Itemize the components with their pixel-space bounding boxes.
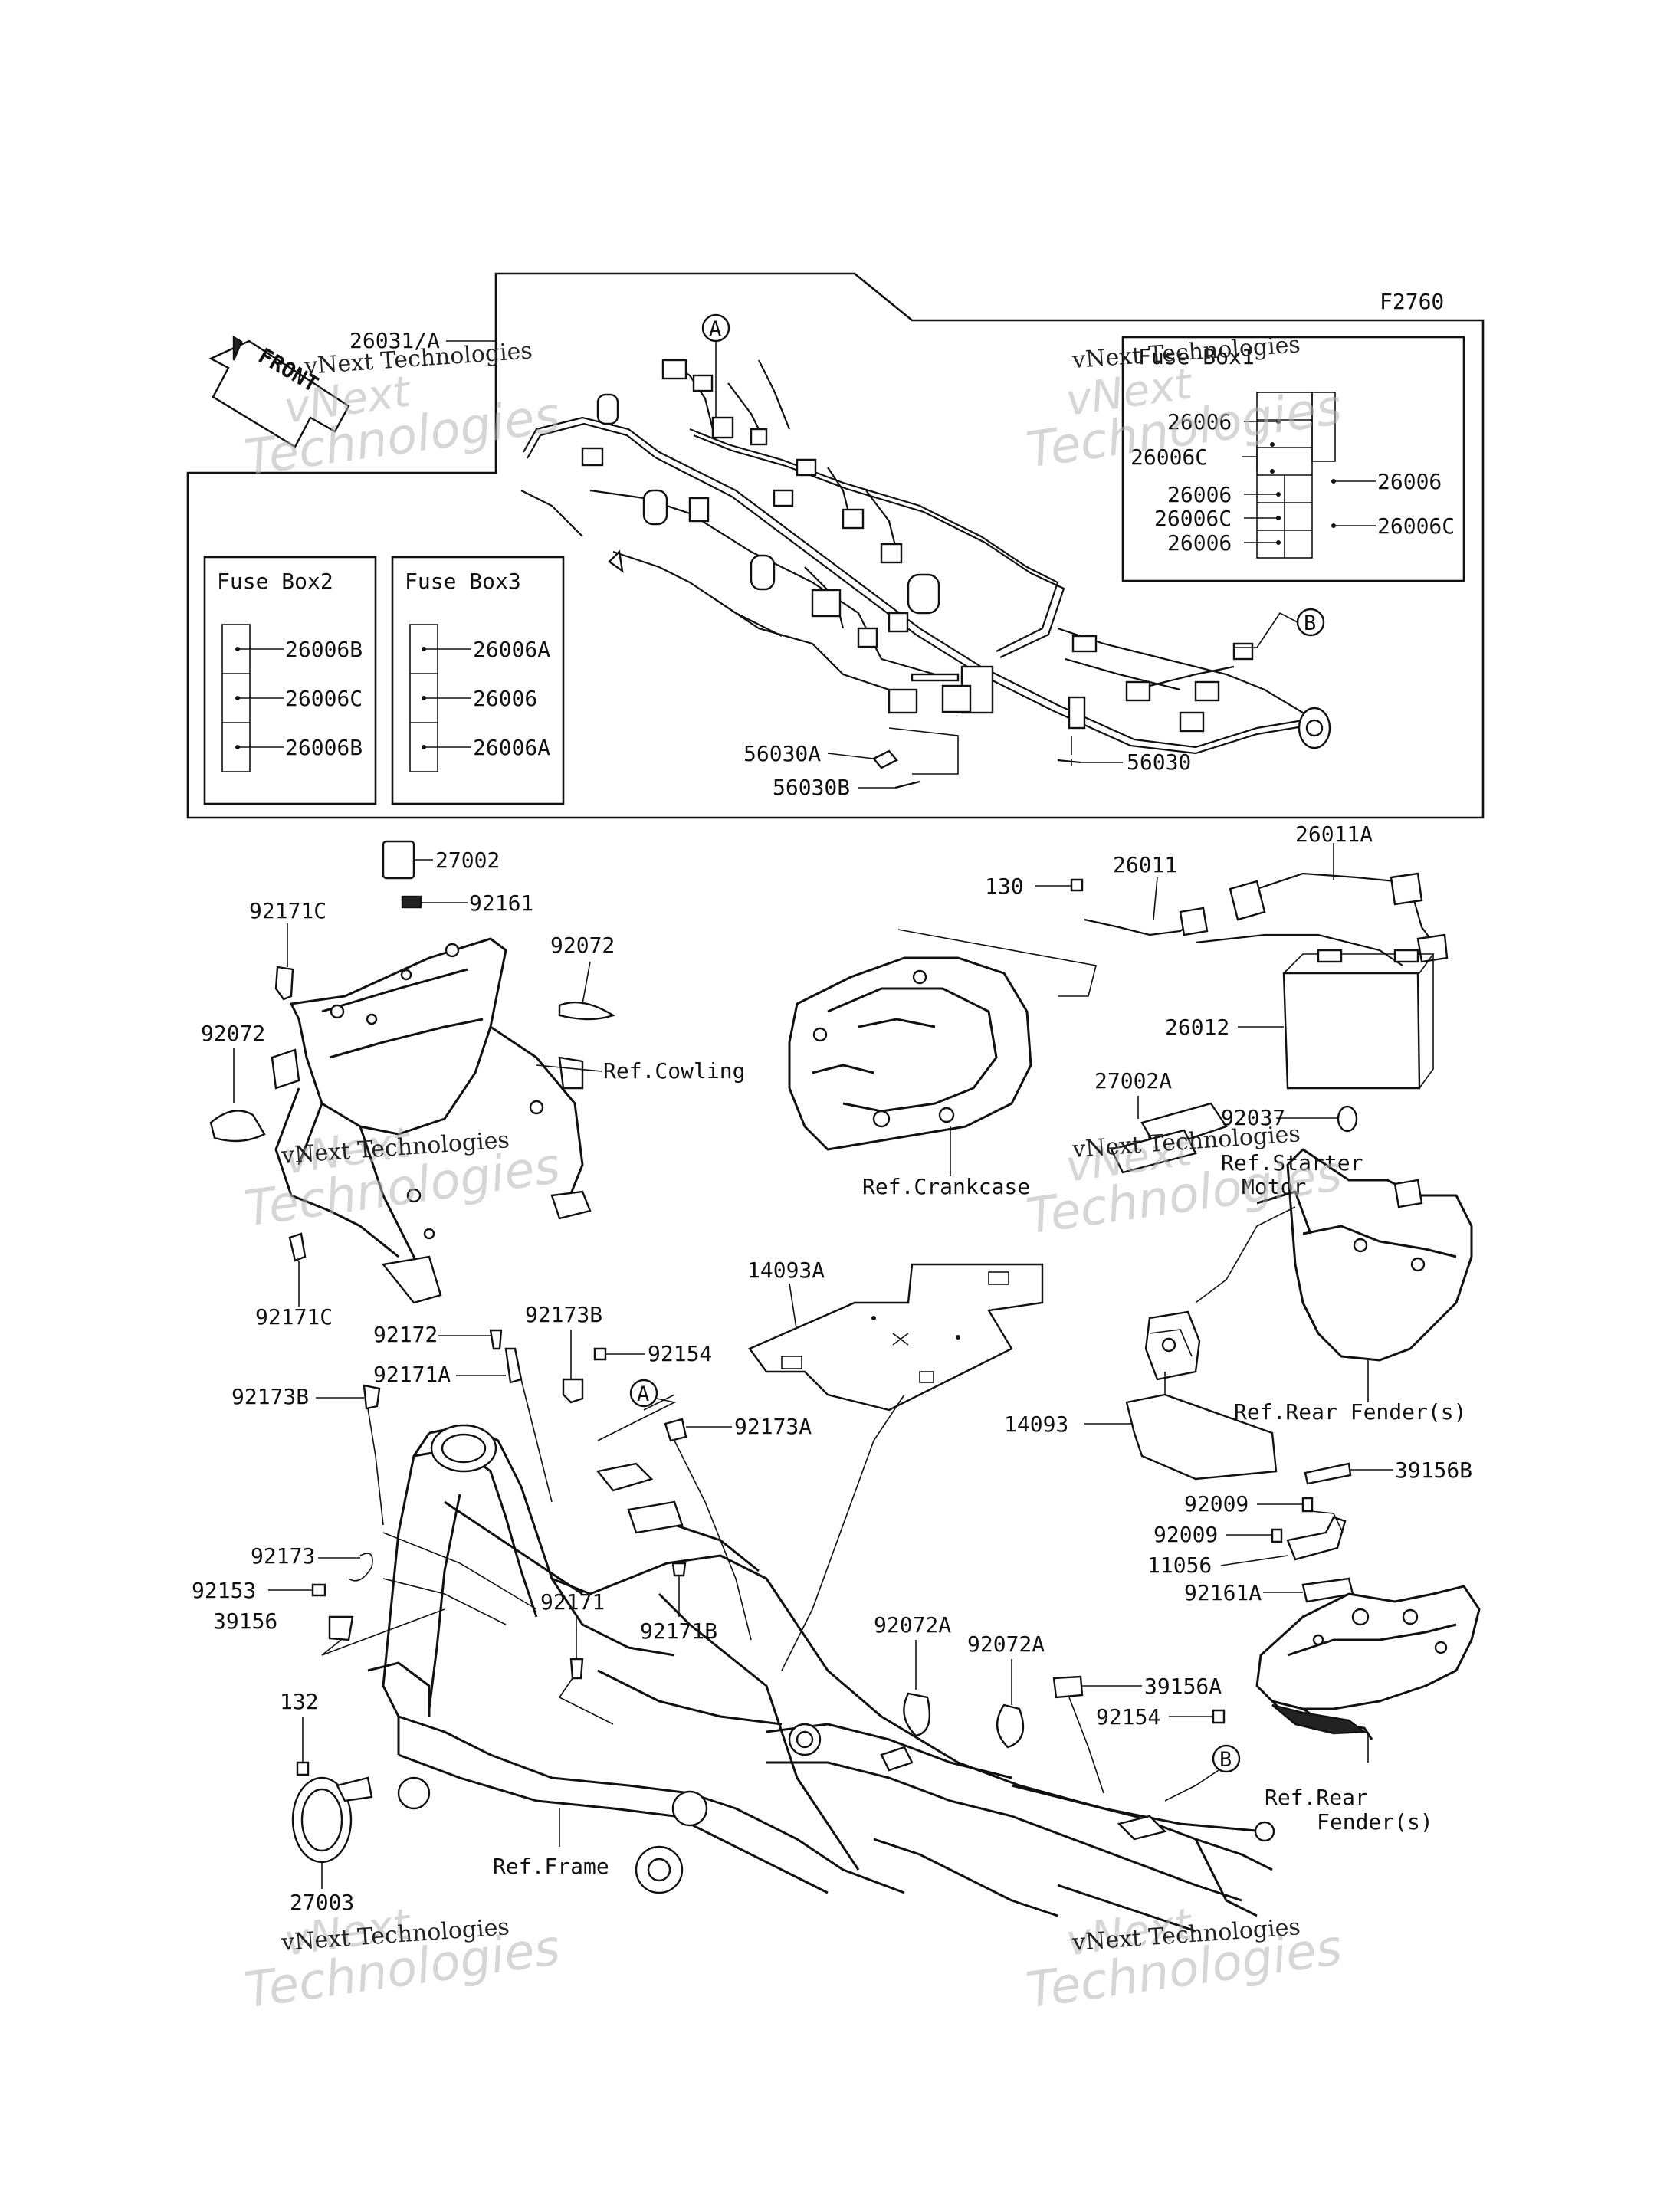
svg-text:26006B: 26006B	[285, 637, 363, 662]
starter-relay	[1144, 1310, 1201, 1381]
svg-text:39156A: 39156A	[1144, 1674, 1222, 1699]
fuse-box-3: Fuse Box3 26006A 26006 26006A	[391, 556, 565, 805]
fuse-box-1: Fuse Box1 26006 26006C 26006 26006C 2600…	[1121, 336, 1465, 582]
svg-text:92173: 92173	[251, 1543, 315, 1569]
svg-text:A: A	[637, 1382, 649, 1406]
svg-text:Ref.Starter: Ref.Starter	[1221, 1150, 1363, 1176]
callout-b-top: B	[1234, 608, 1325, 648]
rear-fender-upper: Ref.Rear Fender(s)	[1195, 1148, 1473, 1425]
svg-text:92173A: 92173A	[734, 1414, 812, 1439]
fuse-box-2: Fuse Box2 26006B 26006C 26006B	[203, 556, 377, 805]
harness-outline-box	[186, 272, 1485, 819]
svg-text:56030B: 56030B	[773, 775, 850, 800]
part-14093A: 14093A	[747, 1258, 1044, 1671]
svg-text:26006: 26006	[1167, 409, 1232, 434]
rear-fender-lower: 39156B 92009 92009 11056 92161A Ref.Rear…	[1147, 1458, 1481, 1835]
svg-text:92072A: 92072A	[967, 1631, 1045, 1657]
svg-text:92072A: 92072A	[874, 1612, 951, 1638]
main-frame: Ref.Frame	[367, 1394, 1275, 1933]
svg-text:26011: 26011	[1113, 852, 1177, 877]
svg-text:92072: 92072	[550, 933, 615, 958]
svg-text:26006A: 26006A	[473, 637, 550, 662]
svg-text:B: B	[1304, 612, 1316, 635]
svg-text:130: 130	[985, 874, 1024, 899]
svg-text:92171A: 92171A	[373, 1362, 451, 1387]
svg-text:92171C: 92171C	[249, 898, 326, 923]
svg-text:56030: 56030	[1127, 749, 1191, 775]
svg-text:Ref.Frame: Ref.Frame	[493, 1854, 609, 1879]
svg-text:27002: 27002	[435, 848, 500, 873]
svg-text:A: A	[709, 317, 721, 341]
svg-text:Ref.Rear: Ref.Rear	[1265, 1785, 1368, 1810]
svg-text:11056: 11056	[1147, 1553, 1212, 1578]
cowling-bracket-assembly: 27002 92161 92171C 92072 Ref.Cowling 920…	[201, 840, 745, 1330]
fuse-box-3-title: Fuse Box3	[405, 569, 521, 594]
svg-text:92154: 92154	[648, 1341, 712, 1366]
crankcase: Ref.Crankcase	[788, 929, 1097, 1199]
battery-and-cables: 130 26011 26011A 26012	[985, 821, 1449, 1090]
svg-text:92153: 92153	[192, 1578, 256, 1603]
svg-text:92161A: 92161A	[1184, 1580, 1262, 1605]
svg-text:14093: 14093	[1004, 1412, 1068, 1437]
svg-text:92173B: 92173B	[525, 1302, 602, 1327]
svg-text:Ref.Crankcase: Ref.Crankcase	[862, 1174, 1030, 1199]
svg-text:26012: 26012	[1165, 1015, 1229, 1040]
svg-text:92171B: 92171B	[640, 1618, 717, 1644]
svg-text:27003: 27003	[290, 1890, 354, 1915]
svg-text:92072: 92072	[201, 1021, 265, 1046]
svg-text:39156: 39156	[213, 1608, 277, 1634]
svg-text:92009: 92009	[1184, 1491, 1249, 1517]
diagram-code: F2760	[1380, 289, 1444, 314]
svg-text:92161: 92161	[469, 890, 533, 916]
svg-text:26006A: 26006A	[473, 735, 550, 760]
svg-text:92173B: 92173B	[231, 1384, 309, 1409]
svg-text:26006: 26006	[473, 686, 537, 711]
svg-text:39156B: 39156B	[1395, 1458, 1472, 1483]
svg-text:Ref.Cowling: Ref.Cowling	[603, 1058, 745, 1084]
svg-text:92009: 92009	[1153, 1522, 1218, 1547]
svg-text:Ref.Rear Fender(s): Ref.Rear Fender(s)	[1234, 1399, 1466, 1425]
svg-text:92037: 92037	[1221, 1105, 1285, 1130]
svg-text:26006B: 26006B	[285, 735, 363, 760]
watermarks: vNext Technologies vNext Technologies vN…	[241, 331, 1345, 2019]
fuse-box-2-title: Fuse Box2	[217, 569, 333, 594]
fuse-box-1-title: Fuse Box1	[1138, 344, 1255, 369]
svg-text:26006C: 26006C	[1377, 513, 1455, 539]
part-14093: 14093	[1004, 1372, 1278, 1481]
svg-text:26011A: 26011A	[1295, 821, 1373, 847]
svg-text:26006: 26006	[1167, 530, 1232, 556]
svg-text:27002A: 27002A	[1094, 1068, 1172, 1094]
svg-text:B: B	[1219, 1748, 1232, 1772]
label-26031A: 26031/A	[349, 328, 440, 353]
frame-fasteners: 92172 92171A 92173B 92154 A 92173B 92173…	[192, 1302, 1241, 1915]
svg-text:14093A: 14093A	[747, 1258, 825, 1283]
svg-text:92154: 92154	[1096, 1704, 1160, 1730]
svg-text:92171C: 92171C	[255, 1304, 333, 1330]
svg-text:26006C: 26006C	[1154, 506, 1232, 531]
part-56030-group: 56030A 56030B 56030	[743, 727, 1191, 800]
main-wiring-harness	[520, 359, 1331, 755]
svg-text:92171: 92171	[540, 1589, 605, 1615]
svg-text:26006: 26006	[1377, 469, 1442, 494]
svg-text:26006: 26006	[1167, 482, 1232, 507]
svg-text:132: 132	[280, 1689, 319, 1714]
svg-text:26006C: 26006C	[285, 686, 363, 711]
svg-text:92172: 92172	[373, 1322, 438, 1347]
callout-a-top: A	[701, 313, 730, 418]
svg-text:26006C: 26006C	[1130, 444, 1208, 470]
svg-text:56030A: 56030A	[743, 741, 821, 766]
svg-text:Fender(s): Fender(s)	[1317, 1809, 1433, 1835]
